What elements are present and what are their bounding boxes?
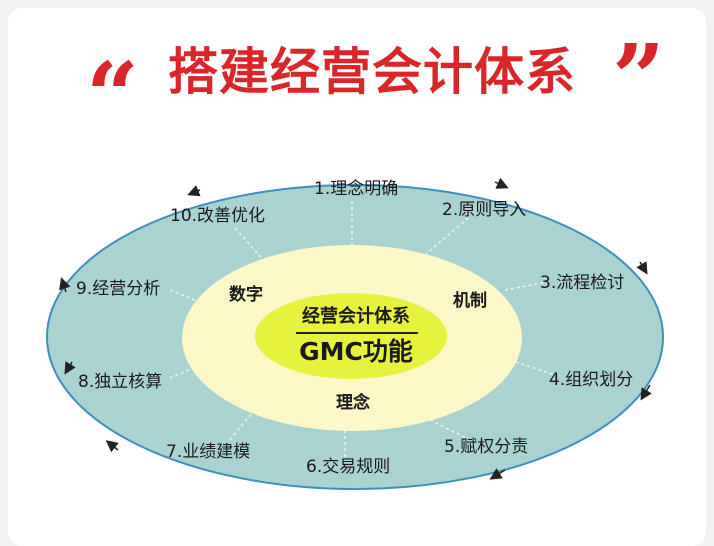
arrow-tick-1 xyxy=(494,177,509,189)
ring-label-philosophy: 理念 xyxy=(336,393,370,413)
outer-item-9: 9.经营分析 xyxy=(76,279,161,299)
inner-ellipse xyxy=(255,293,447,379)
center-title: 经营会计体系 xyxy=(302,306,410,327)
spoke-5 xyxy=(429,419,471,441)
outer-item-3: 3.流程检讨 xyxy=(540,273,625,293)
outer-item-2: 2.原则导入 xyxy=(442,200,527,220)
outer-item-6: 6.交易规则 xyxy=(306,457,391,477)
outer-item-5: 5.赋权分责 xyxy=(444,437,529,457)
arrow-tick-2 xyxy=(636,261,648,275)
ring-label-mechanism: 机制 xyxy=(453,291,487,311)
spoke-4 xyxy=(509,359,556,376)
outer-item-1: 1.理念明确 xyxy=(314,179,399,199)
spoke-lines xyxy=(169,198,556,460)
arrow-ticks xyxy=(59,177,652,480)
outer-item-4: 4.组织划分 xyxy=(549,370,634,390)
outer-item-10: 10.改善优化 xyxy=(170,206,266,226)
arrow-tick-7 xyxy=(64,361,76,375)
arrow-tick-5 xyxy=(105,440,119,453)
spoke-9 xyxy=(169,289,196,301)
center-subtitle: GMC功能 xyxy=(299,337,413,366)
arrow-tick-6 xyxy=(59,277,71,293)
open-quote-icon: “ xyxy=(86,42,139,150)
outer-item-8: 8.独立核算 xyxy=(78,372,163,392)
arrow-tick-4 xyxy=(489,468,506,480)
outer-item-7: 7.业绩建模 xyxy=(166,442,251,462)
title-banner: “ 搭建经营会计体系 ” xyxy=(0,30,714,142)
spoke-7 xyxy=(224,409,256,446)
close-quote-icon: ” xyxy=(612,24,665,132)
arrow-tick-8 xyxy=(187,185,201,197)
spoke-3 xyxy=(504,281,549,291)
ring-label-digits: 数字 xyxy=(229,285,263,305)
arrow-tick-3 xyxy=(640,384,652,401)
spoke-10 xyxy=(234,227,266,263)
page-title: 搭建经营会计体系 xyxy=(168,43,576,101)
center-divider xyxy=(296,332,418,334)
